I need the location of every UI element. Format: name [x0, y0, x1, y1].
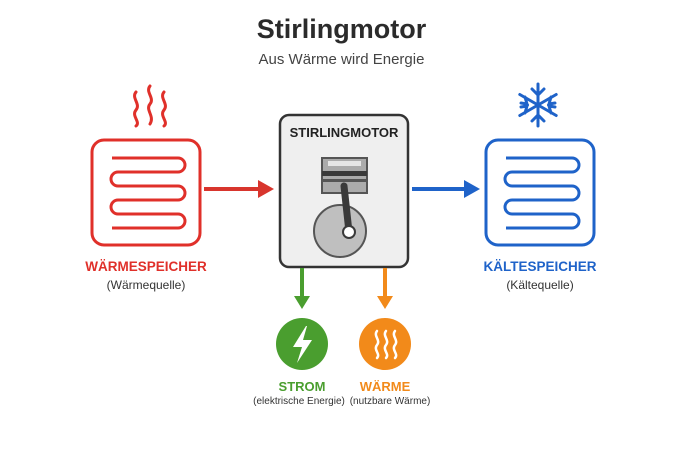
waerme-sublabel: (nutzbare Wärme)	[349, 396, 431, 407]
cold-storage-label: KÄLTESPEICHER	[483, 259, 597, 274]
waerme-label: WÄRME	[359, 379, 411, 394]
heat-waves-icon	[133, 84, 167, 128]
heat-storage-box	[90, 138, 202, 247]
page-title: Stirlingmotor	[256, 14, 427, 44]
heat-storage-sublabel: (Wärmequelle)	[106, 278, 186, 292]
heat-coil-icon	[109, 156, 187, 230]
piston-crank-icon	[313, 157, 368, 258]
strom-label: STROM	[278, 379, 326, 394]
arrow-engine-to-cold	[412, 180, 480, 198]
cold-coil-icon	[503, 156, 581, 230]
lightning-icon	[293, 326, 312, 363]
strom-sublabel: (elektrische Energie)	[253, 396, 345, 407]
arrow-heat-to-engine	[204, 180, 274, 198]
arrow-engine-to-waerme	[377, 268, 393, 309]
engine-label: STIRLINGMOTOR	[289, 125, 399, 140]
snowflake-icon	[518, 82, 558, 128]
heat-waves-icon	[374, 329, 398, 360]
cold-storage-box	[484, 138, 596, 247]
arrow-engine-to-strom	[294, 268, 310, 309]
strom-circle	[276, 318, 328, 370]
waerme-circle	[359, 318, 411, 370]
page-subtitle: Aus Wärme wird Energie	[258, 51, 425, 68]
cold-storage-sublabel: (Kältequelle)	[506, 278, 574, 292]
heat-storage-label: WÄRMESPEICHER	[85, 259, 207, 274]
